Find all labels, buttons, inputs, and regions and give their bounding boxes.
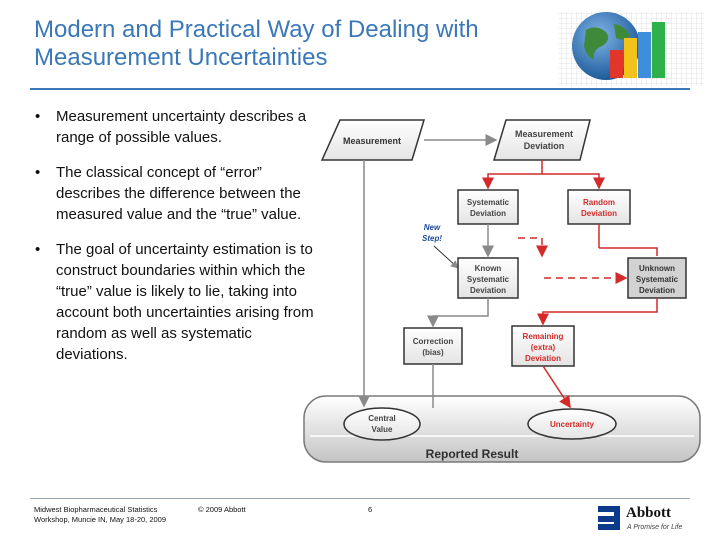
known-systematic-deviation-box [457,257,519,299]
random-deviation-box [567,189,631,225]
measurement-deviation-label-2: Deviation [524,141,565,151]
uncertainty-label: Uncertainty [550,420,595,429]
measurement-deviation-box [492,119,591,161]
footer-divider [30,498,690,499]
remaining-deviation-label-2: (extra) [531,343,556,352]
globe-chart-icon [558,12,704,86]
title-divider [30,88,690,90]
unknown-systematic-label-3: Deviation [639,286,675,295]
measurement-box [320,119,426,161]
remaining-deviation-label-1: Remaining [523,332,564,341]
list-item: •The goal of uncertainty estimation is t… [35,241,314,363]
unknown-systematic-label-2: Systematic [636,275,679,284]
central-value-label-1: Central [368,414,396,423]
known-systematic-label-3: Deviation [470,286,506,295]
known-systematic-label-2: Systematic [467,275,510,284]
systematic-deviation-box [457,189,519,225]
slide-title-line1: Modern and Practical Way of Dealing with [34,16,479,43]
new-step-label-1: New [424,223,441,232]
slide-title: Modern and Practical Way of Dealing with… [34,16,564,72]
footer-event: Midwest Biopharmaceutical Statistics Wor… [34,505,166,525]
brand-tagline: A Promise for Life [626,524,682,531]
remaining-deviation-label-3: Deviation [525,354,561,363]
footer-event-line2: Workshop, Muncie IN, May 18-20, 2009 [34,515,167,524]
bullet-list: •Measurement uncertainty describes a ran… [32,106,324,379]
bullet-icon: • [35,164,41,181]
random-deviation-label-2: Deviation [581,209,617,218]
unknown-systematic-deviation-box [627,257,687,299]
known-systematic-label-1: Known [475,264,502,273]
central-value-label-2: Value [372,425,393,434]
measurement-label: Measurement [343,136,401,146]
central-value-ellipse [343,407,421,441]
list-item: •Measurement uncertainty describes a ran… [35,108,307,146]
bullet-icon: • [35,108,41,125]
footer-event-line1: Midwest Biopharmaceutical Statistics [34,505,158,514]
uncertainty-flow-diagram: Reported Result Measurement Measurement … [303,119,701,463]
new-step-label-2: Step! [422,234,442,243]
reported-result-label: Reported Result [426,447,519,461]
list-item: •The classical concept of “error” descri… [35,164,302,223]
correction-label-2: (bias) [422,348,444,357]
systematic-deviation-label-2: Deviation [470,209,506,218]
page-number: 6 [368,505,373,514]
random-deviation-label-1: Random [583,198,615,207]
measurement-deviation-label-1: Measurement [515,129,573,139]
correction-box [403,327,463,365]
unknown-systematic-label-1: Unknown [639,264,675,273]
correction-label-1: Correction [413,337,454,346]
footer-copyright: © 2009 Abbott [198,505,246,514]
abbott-mark-icon [598,506,620,530]
systematic-deviation-label-1: Systematic [467,198,510,207]
bullet-icon: • [35,241,41,258]
abbott-logo: Abbott A Promise for Life [598,505,682,531]
uncertainty-ellipse [527,408,617,440]
slide-title-line2: Measurement Uncertainties [34,44,328,71]
brand-name: Abbott [626,505,671,521]
